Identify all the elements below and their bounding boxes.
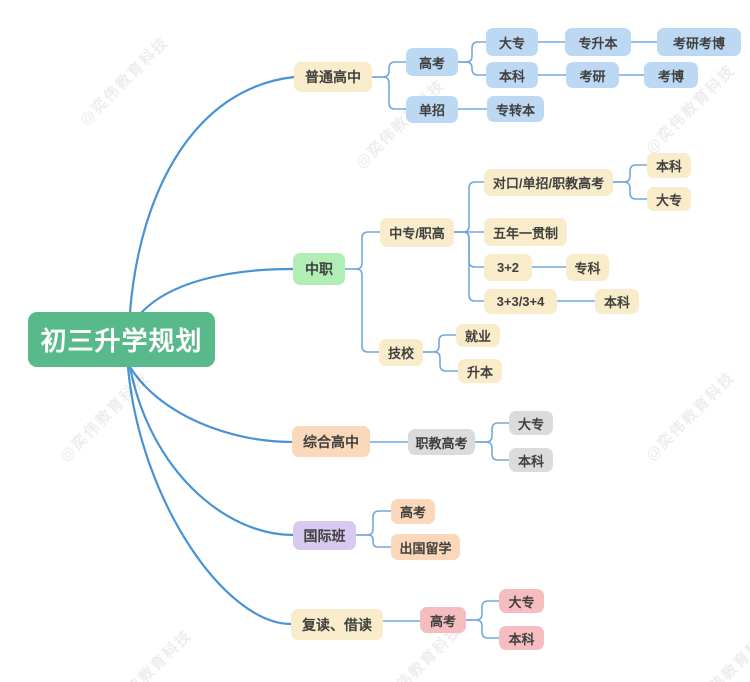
node-three-plus-two[interactable]: 3+2 — [484, 254, 532, 281]
node-kaoyan-kaobo[interactable]: 考研考博 — [657, 28, 741, 56]
node-technical-school[interactable]: 技校 — [379, 339, 423, 366]
node-zhuanshengben[interactable]: 专升本 — [565, 28, 631, 56]
node-junior-college[interactable]: 大专 — [647, 187, 691, 211]
node-kaobo[interactable]: 考博 — [644, 62, 698, 88]
node-comprehensive-high-school[interactable]: 综合高中 — [292, 426, 370, 457]
node-zhuanke[interactable]: 专科 — [566, 254, 609, 281]
node-five-year-program[interactable]: 五年一贯制 — [484, 218, 567, 246]
node-zhongzhuan-zhigao[interactable]: 中专/职高 — [380, 218, 454, 247]
node-gaokao[interactable]: 高考 — [406, 48, 458, 76]
node-gaokao[interactable]: 高考 — [391, 499, 435, 524]
node-international-class[interactable]: 国际班 — [293, 521, 356, 550]
node-secondary-vocational[interactable]: 中职 — [293, 253, 345, 285]
node-undergraduate[interactable]: 本科 — [509, 448, 553, 472]
node-undergraduate[interactable]: 本科 — [486, 62, 538, 88]
node-root[interactable]: 初三升学规划 — [28, 312, 215, 367]
node-undergraduate[interactable]: 本科 — [499, 626, 544, 650]
node-gaokao[interactable]: 高考 — [420, 607, 466, 633]
node-regular-high-school[interactable]: 普通高中 — [294, 62, 372, 92]
node-shengben[interactable]: 升本 — [458, 359, 502, 383]
node-junior-college[interactable]: 大专 — [499, 589, 544, 613]
node-danzhao[interactable]: 单招 — [406, 96, 458, 123]
node-zhuanzhuanben[interactable]: 专转本 — [487, 96, 544, 122]
node-study-abroad[interactable]: 出国留学 — [391, 534, 460, 560]
node-repeat-study[interactable]: 复读、借读 — [291, 609, 383, 640]
node-kaoyan[interactable]: 考研 — [566, 62, 619, 88]
node-three-plus-three-four[interactable]: 3+3/3+4 — [484, 289, 557, 314]
node-undergraduate[interactable]: 本科 — [595, 289, 639, 314]
node-undergraduate[interactable]: 本科 — [647, 153, 691, 178]
node-employment[interactable]: 就业 — [456, 324, 500, 347]
node-junior-college[interactable]: 大专 — [486, 28, 538, 56]
node-junior-college[interactable]: 大专 — [509, 411, 553, 435]
node-vocational-gaokao[interactable]: 职教高考 — [408, 429, 475, 455]
node-vocational-gaokao-paths[interactable]: 对口/单招/职教高考 — [484, 169, 613, 196]
